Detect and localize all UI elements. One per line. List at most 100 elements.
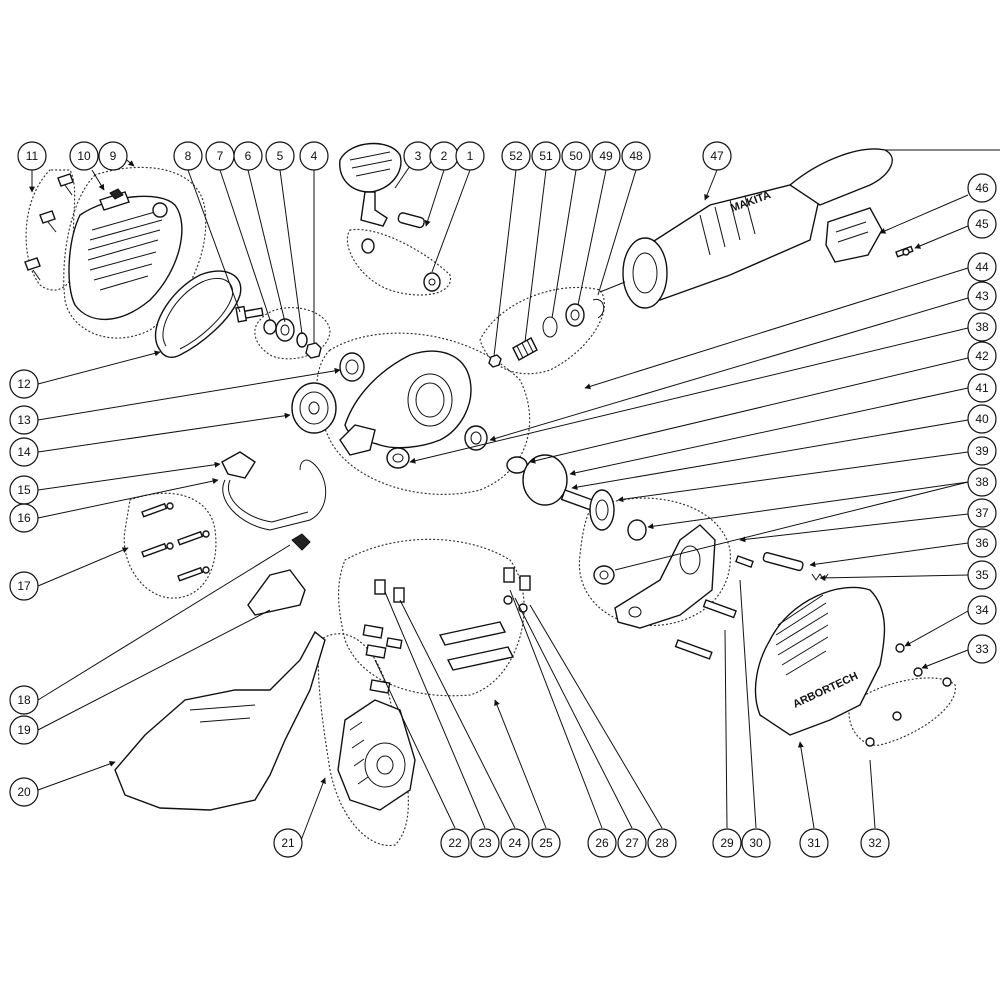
- svg-text:1: 1: [467, 149, 474, 163]
- pulley-14: [291, 382, 337, 434]
- nut-52: [488, 354, 502, 368]
- callout-45: 45: [967, 209, 997, 239]
- svg-text:16: 16: [17, 511, 31, 525]
- callout-20: 20: [9, 777, 39, 807]
- svg-text:29: 29: [720, 836, 734, 850]
- screw-set-17: [141, 502, 210, 582]
- svg-text:15: 15: [17, 483, 31, 497]
- svg-text:13: 13: [17, 413, 31, 427]
- svg-text:51: 51: [539, 149, 553, 163]
- callout-50: 50: [561, 141, 591, 171]
- svg-text:23: 23: [478, 836, 492, 850]
- pulley-13: [339, 352, 365, 382]
- circlip-48: [592, 298, 605, 319]
- svg-text:52: 52: [509, 149, 523, 163]
- bearing-38b: [593, 565, 615, 585]
- svg-text:3: 3: [415, 149, 422, 163]
- callout-labels: 11 10 9 8 7 6 5 4 3 2 1 52 51 50 49 48 4…: [9, 141, 997, 858]
- svg-text:32: 32: [868, 836, 882, 850]
- screws-26-28: [503, 567, 531, 613]
- callout-15: 15: [9, 475, 39, 505]
- svg-text:33: 33: [975, 642, 989, 656]
- blade-assembly-21: [337, 699, 416, 811]
- callout-29: 29: [712, 828, 742, 858]
- svg-text:22: 22: [448, 836, 462, 850]
- screw-34: [895, 643, 905, 653]
- svg-text:11: 11: [26, 149, 39, 163]
- svg-text:25: 25: [539, 836, 553, 850]
- motor-47: MAKITA: [599, 148, 1000, 309]
- svg-text:14: 14: [17, 445, 31, 459]
- svg-text:8: 8: [185, 149, 192, 163]
- callout-27: 27: [617, 828, 647, 858]
- switch-46: [825, 207, 883, 263]
- callout-26: 26: [587, 828, 617, 858]
- svg-text:24: 24: [508, 836, 522, 850]
- callout-44: 44: [967, 252, 997, 282]
- callout-12: 12: [9, 369, 39, 399]
- nut-4: [305, 342, 322, 359]
- pin-2: [397, 212, 425, 229]
- svg-text:47: 47: [710, 149, 724, 163]
- svg-text:12: 12: [17, 377, 31, 391]
- belt-guard-cover-9: [68, 191, 183, 321]
- screw-set-32: [865, 677, 952, 747]
- leader-lines: [29, 155, 969, 844]
- svg-text:7: 7: [217, 149, 224, 163]
- washer-7: [263, 319, 277, 335]
- callout-13: 13: [9, 405, 39, 435]
- callout-32: 32: [860, 828, 890, 858]
- bolt-29: [674, 639, 713, 660]
- gear-housing: [339, 350, 472, 456]
- svg-text:48: 48: [629, 149, 643, 163]
- svg-text:35: 35: [975, 568, 989, 582]
- svg-text:26: 26: [595, 836, 609, 850]
- svg-text:49: 49: [599, 149, 613, 163]
- callout-24: 24: [500, 828, 530, 858]
- outer-guard-31: ARBORTECH: [754, 586, 886, 736]
- lower-guard-20: [114, 630, 326, 811]
- plates-25: [438, 621, 515, 671]
- callout-52: 52: [501, 141, 531, 171]
- bracket-19: [247, 569, 306, 616]
- svg-text:42: 42: [975, 349, 989, 363]
- svg-text:39: 39: [975, 444, 989, 458]
- callout-43: 43: [967, 281, 997, 311]
- callout-25: 25: [531, 828, 561, 858]
- svg-text:40: 40: [975, 412, 989, 426]
- drive-belt-12: [154, 270, 242, 358]
- callout-41: 41: [967, 373, 997, 403]
- callout-47: 47: [702, 141, 732, 171]
- knob-assembly-3: [339, 142, 402, 227]
- svg-text:6: 6: [245, 149, 252, 163]
- spring-18: [291, 533, 311, 551]
- callout-22: 22: [440, 828, 470, 858]
- callout-49: 49: [591, 141, 621, 171]
- callout-42: 42: [967, 341, 997, 371]
- callout-5: 5: [265, 141, 295, 171]
- svg-text:31: 31: [807, 836, 821, 850]
- svg-text:10: 10: [77, 149, 91, 163]
- callout-31: 31: [799, 828, 829, 858]
- spring-35: [811, 573, 829, 581]
- callout-37: 37: [967, 498, 997, 528]
- bolt-30: [702, 555, 754, 619]
- svg-text:27: 27: [625, 836, 639, 850]
- callout-1: 1: [455, 141, 485, 171]
- svg-text:37: 37: [975, 506, 989, 520]
- screw-33: [913, 667, 923, 677]
- callout-40: 40: [967, 404, 997, 434]
- svg-text:21: 21: [281, 836, 295, 850]
- callout-38-top: 38: [967, 312, 997, 342]
- callout-9: 9: [98, 141, 128, 171]
- svg-text:18: 18: [17, 693, 31, 707]
- callout-35: 35: [967, 560, 997, 590]
- spindle-gear-39: [560, 489, 615, 531]
- callout-17: 17: [9, 571, 39, 601]
- bolt-8: [235, 305, 264, 323]
- callout-6: 6: [233, 141, 263, 171]
- svg-text:38: 38: [975, 320, 989, 334]
- bearing-49: [565, 303, 585, 327]
- callout-16: 16: [9, 503, 39, 533]
